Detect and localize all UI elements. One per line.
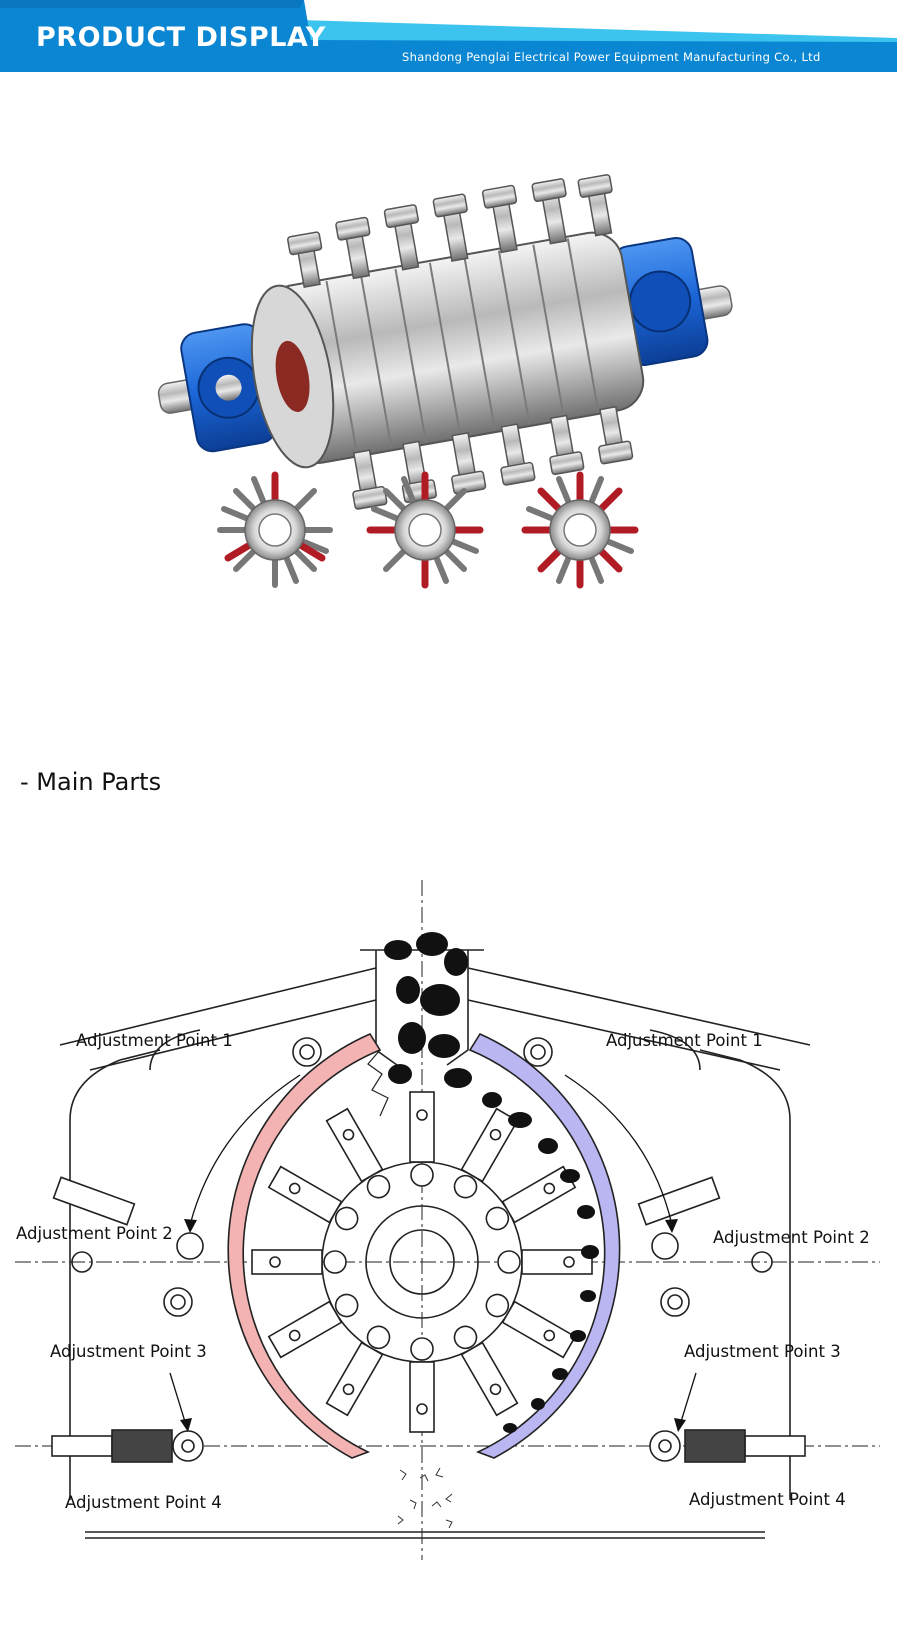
banner-background	[0, 0, 897, 72]
label-adjustment-point-1-right: Adjustment Point 1	[606, 1031, 763, 1050]
rotor-product-illustration	[157, 174, 733, 589]
hammer-arrangement-2	[366, 471, 484, 589]
header-banner: PRODUCT DISPLAY Shandong Penglai Electri…	[0, 0, 897, 72]
label-adjustment-point-3-right: Adjustment Point 3	[684, 1342, 841, 1361]
label-adjustment-point-2-left: Adjustment Point 2	[16, 1224, 173, 1243]
feed-material	[384, 932, 599, 1433]
company-name: Shandong Penglai Electrical Power Equipm…	[402, 50, 821, 64]
main-parts-diagram: Adjustment Point 1 Adjustment Point 1 Ad…	[15, 880, 880, 1560]
hammer-arrangement-1	[217, 471, 333, 588]
hammer-arrangement-3	[521, 471, 639, 589]
label-adjustment-point-4-left: Adjustment Point 4	[65, 1493, 222, 1512]
page-title: PRODUCT DISPLAY	[36, 22, 326, 53]
section-heading: - Main Parts	[20, 768, 162, 796]
right-liner	[468, 1032, 621, 1459]
discharge-material	[397, 1467, 453, 1529]
label-adjustment-point-4-right: Adjustment Point 4	[689, 1490, 846, 1509]
label-adjustment-point-3-left: Adjustment Point 3	[50, 1342, 207, 1361]
label-adjustment-point-2-right: Adjustment Point 2	[713, 1228, 870, 1247]
label-adjustment-point-1-left: Adjustment Point 1	[76, 1031, 233, 1050]
rotor-assembly	[157, 174, 733, 510]
left-liner	[227, 1032, 382, 1459]
